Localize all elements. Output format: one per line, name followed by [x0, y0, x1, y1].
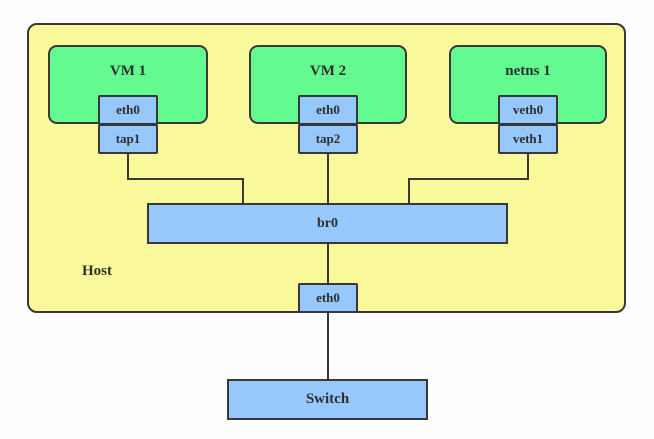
- connector-veth1-br0: [408, 152, 529, 205]
- vm1-eth0-label: eth0: [116, 102, 140, 117]
- vm2-eth0-label: eth0: [316, 102, 340, 117]
- vm2-tap2-port: tap2: [298, 124, 358, 154]
- netns1-label: netns 1: [505, 63, 551, 79]
- netns1-veth1-label: veth1: [512, 131, 544, 146]
- netns1-veth1-port: veth1: [498, 124, 558, 154]
- vm1-eth0-port: eth0: [98, 95, 158, 125]
- switch-label: Switch: [305, 391, 350, 407]
- netns1-veth0-label: veth0: [512, 102, 544, 117]
- vm2-eth0-port: eth0: [298, 95, 358, 125]
- host-label: Host: [82, 263, 112, 279]
- bridge-br0-label: br0: [317, 215, 338, 231]
- host-eth0-label: eth0: [316, 290, 340, 305]
- vm1-label: VM 1: [109, 63, 147, 79]
- vm2-label: VM 2: [309, 63, 347, 79]
- vm1-tap1-port: tap1: [98, 124, 158, 154]
- connector-tap1-br0: [127, 152, 244, 205]
- netns1-veth0-port: veth0: [498, 95, 558, 125]
- host-eth0-port: eth0: [298, 283, 358, 313]
- bridge-br0-box: br0: [147, 203, 508, 244]
- vm1-tap1-label: tap1: [115, 131, 141, 146]
- switch-box: Switch: [227, 379, 428, 420]
- vm2-box: VM 2: [249, 45, 407, 124]
- vm2-tap2-label: tap2: [315, 131, 341, 146]
